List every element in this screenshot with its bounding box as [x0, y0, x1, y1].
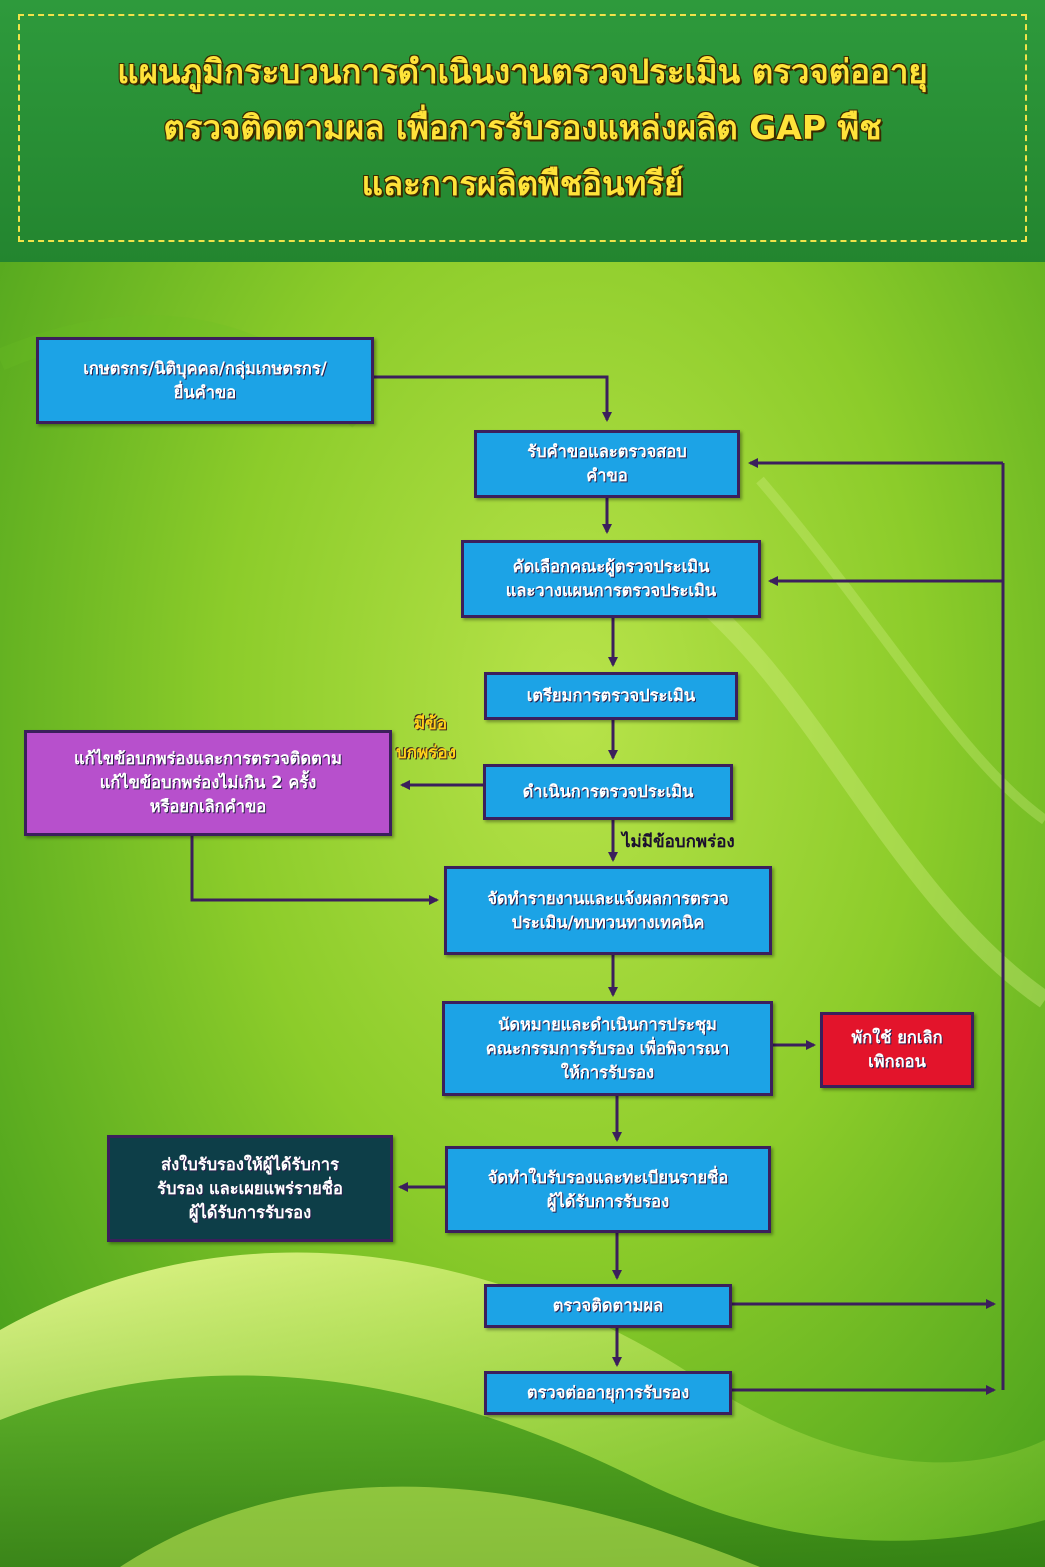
node-meeting-line-3: ให้การรับรอง [560, 1062, 655, 1082]
node-report: จัดทำรายงานและแจ้งผลการตรวจ ประเมิน/ทบทว… [444, 866, 772, 955]
node-select-line-2: และวางแผนการตรวจประเมิน [505, 581, 717, 600]
title-line-2: ตรวจติดตามผล เพื่อการรับรองแหล่งผลิต GAP… [163, 108, 882, 147]
node-correct-line-3: หรือยกเลิกคำขอ [149, 797, 267, 816]
node-prepare-audit: เตรียมการตรวจประเมิน [484, 672, 738, 720]
node-followup-line-1: ตรวจติดตามผล [552, 1296, 664, 1315]
node-certificate-line-1: จัดทำใบรับรองและทะเบียนรายชื่อ [487, 1167, 729, 1187]
node-certificate-line-2: ผู้ได้รับการรับรอง [546, 1191, 670, 1211]
node-select-auditors: คัดเลือกคณะผู้ตรวจประเมิน และวางแผนการตร… [461, 540, 761, 618]
node-applicant: เกษตรกร/นิติบุคคล/กลุ่มเกษตรกร/ ยื่นคำขอ [36, 337, 374, 424]
title-banner: แผนภูมิกระบวนการดำเนินงานตรวจประเมิน ตรว… [0, 0, 1045, 262]
label-has-defect-1: มีข้อ [414, 714, 448, 734]
node-correct-defects: แก้ไขข้อบกพร่องและการตรวจติดตาม แก้ไขข้อ… [24, 730, 392, 836]
title-line-1: แผนภูมิกระบวนการดำเนินงานตรวจประเมิน ตรว… [117, 52, 928, 91]
node-receive-line-2: คำขอ [586, 466, 628, 485]
node-receive-request: รับคำขอและตรวจสอบ คำขอ [474, 430, 740, 498]
node-suspend-line-1: พักใช้ ยกเลิก [851, 1028, 943, 1047]
node-report-line-2: ประเมิน/ทบทวนทางเทคนิค [511, 912, 705, 932]
node-correct-line-1: แก้ไขข้อบกพร่องและการตรวจติดตาม [73, 749, 343, 768]
node-receive-line-1: รับคำขอและตรวจสอบ [527, 442, 687, 461]
node-select-line-1: คัดเลือกคณะผู้ตรวจประเมิน [512, 557, 710, 576]
title-frame: แผนภูมิกระบวนการดำเนินงานตรวจประเมิน ตรว… [18, 14, 1027, 242]
node-issue-certificate: จัดทำใบรับรองและทะเบียนรายชื่อ ผู้ได้รับ… [445, 1146, 771, 1233]
node-conduct-line-1: ดำเนินการตรวจประเมิน [522, 782, 694, 801]
node-followup: ตรวจติดตามผล [484, 1284, 732, 1328]
node-conduct-audit: ดำเนินการตรวจประเมิน [483, 764, 733, 820]
node-suspend-revoke: พักใช้ ยกเลิก เพิกถอน [820, 1012, 974, 1088]
label-no-defect: ไม่มีข้อบกพร่อง [622, 832, 735, 852]
node-meeting-line-1: นัดหมายและดำเนินการประชุม [498, 1014, 717, 1034]
node-applicant-line-1: เกษตรกร/นิติบุคคล/กลุ่มเกษตรกร/ [83, 358, 327, 378]
node-prepare-line-1: เตรียมการตรวจประเมิน [526, 686, 696, 705]
title-line-3: และการผลิตพืชอินทรีย์ [361, 164, 684, 203]
node-correct-line-2: แก้ไขข้อบกพร่องไม่เกิน 2 ครั้ง [99, 773, 317, 792]
node-meeting-line-2: คณะกรรมการรับรอง เพื่อพิจารณา [485, 1038, 730, 1058]
node-renewal: ตรวจต่ออายุการรับรอง [484, 1371, 732, 1415]
node-committee-meeting: นัดหมายและดำเนินการประชุม คณะกรรมการรับร… [442, 1001, 773, 1096]
label-has-defect-2: บกพร่อง [396, 743, 456, 763]
node-suspend-line-2: เพิกถอน [868, 1052, 926, 1071]
node-send-line-2: รับรอง และเผยแพร่รายชื่อ [157, 1178, 343, 1198]
node-send-line-3: ผู้ได้รับการรับรอง [188, 1202, 312, 1222]
node-applicant-line-2: ยื่นคำขอ [173, 382, 237, 402]
node-send-certificate: ส่งใบรับรองให้ผู้ได้รับการ รับรอง และเผย… [107, 1135, 393, 1242]
node-renewal-line-1: ตรวจต่ออายุการรับรอง [526, 1383, 690, 1402]
node-report-line-1: จัดทำรายงานและแจ้งผลการตรวจ [487, 888, 729, 908]
node-send-line-1: ส่งใบรับรองให้ผู้ได้รับการ [161, 1154, 339, 1174]
